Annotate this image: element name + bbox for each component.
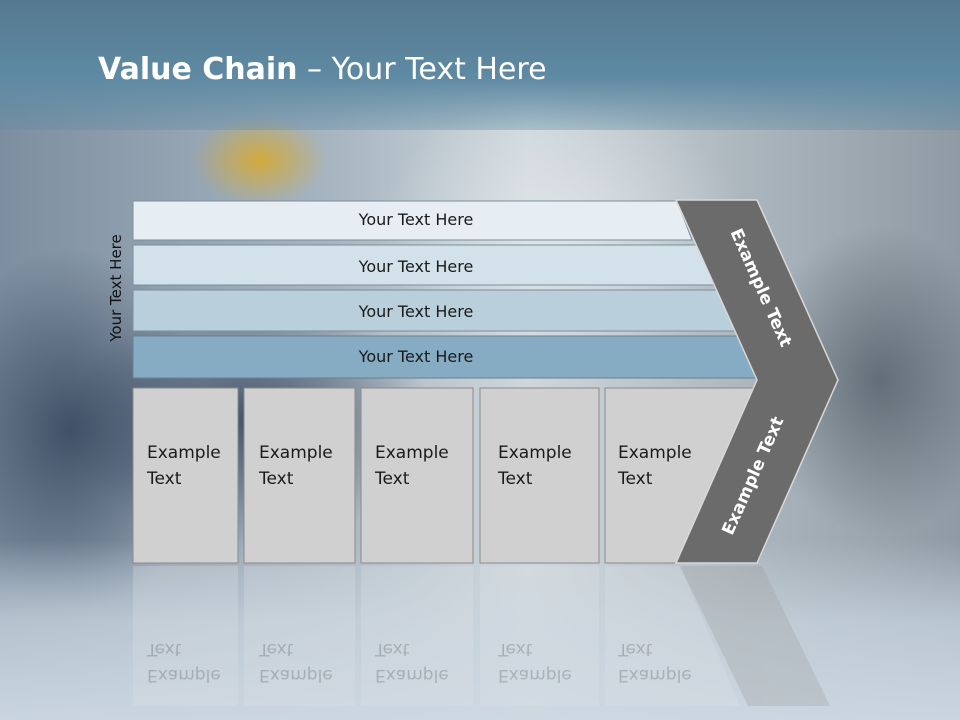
box-4-reflection-line1: Example [498, 665, 572, 685]
box-5-reflection-line2: Text [618, 639, 653, 659]
box-3[interactable] [360, 387, 474, 564]
box-3-reflection-text: Example Text [375, 636, 449, 688]
box-1-line1: Example [147, 443, 221, 463]
box-1-reflection-line2: Text [147, 639, 182, 659]
box-5-line2: Text [618, 469, 653, 489]
box-1-reflection-line1: Example [147, 665, 221, 685]
bar-3-label: Your Text Here [358, 302, 474, 321]
title-banner [0, 0, 960, 130]
slide-title-rest: – Your Text Here [297, 52, 547, 87]
box-4-reflection-text: Example Text [498, 636, 572, 688]
box-3-line1: Example [375, 443, 449, 463]
box-2-text: Example Text [259, 440, 333, 492]
box-4-text: Example Text [498, 440, 572, 492]
box-5-reflection-line1: Example [618, 665, 692, 685]
box-3-text: Example Text [375, 440, 449, 492]
box-3-reflection-line1: Example [375, 665, 449, 685]
bar-1[interactable] [132, 200, 693, 241]
box-1[interactable] [132, 387, 239, 564]
box-1-text: Example Text [147, 440, 221, 492]
bar-4-label: Your Text Here [358, 347, 474, 366]
box-4-reflection-line2: Text [498, 639, 533, 659]
box-2-line2: Text [259, 469, 294, 489]
box-4-line1: Example [498, 443, 572, 463]
box-2-reflection-line1: Example [259, 665, 333, 685]
box-5-reflection-text: Example Text [618, 636, 692, 688]
box-1-reflection-text: Example Text [147, 636, 221, 688]
box-2-reflection-text: Example Text [259, 636, 333, 688]
box-4[interactable] [479, 387, 600, 564]
bar-1-label: Your Text Here [358, 210, 474, 229]
box-2[interactable] [243, 387, 356, 564]
chevron-arrow[interactable] [674, 199, 839, 564]
box-1-line2: Text [147, 469, 182, 489]
box-2-line1: Example [259, 443, 333, 463]
bar-2-label: Your Text Here [358, 257, 474, 276]
box-4-line2: Text [498, 469, 533, 489]
box-2-reflection-line2: Text [259, 639, 294, 659]
box-3-line2: Text [375, 469, 410, 489]
box-5-line1: Example [618, 443, 692, 463]
box-5-text: Example Text [618, 440, 692, 492]
slide-title-bold: Value Chain [98, 52, 298, 87]
background-fade [0, 540, 960, 720]
box-reflections [133, 566, 830, 706]
slide-title: Value Chain – Your Text Here [98, 52, 547, 87]
box-3-reflection-line2: Text [375, 639, 410, 659]
